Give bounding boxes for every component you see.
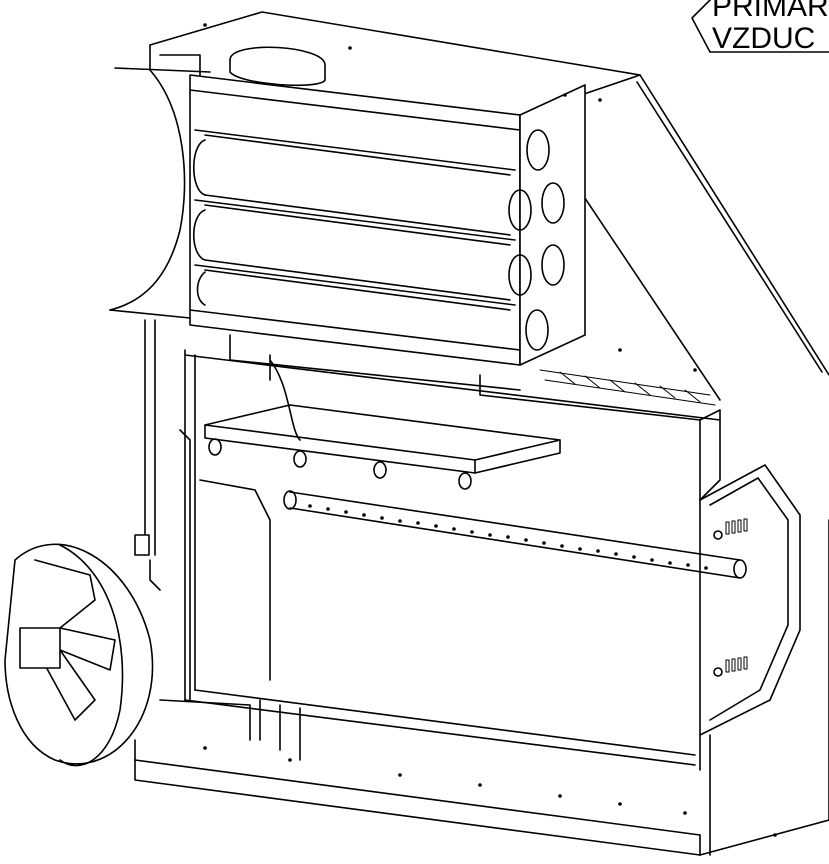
heat-exchanger-block	[189, 46, 586, 366]
air-holes	[308, 504, 708, 570]
callout-line-1: PRIMAR	[712, 0, 829, 23]
vent-slots-upper	[725, 518, 748, 535]
left-cut-flange	[109, 54, 211, 319]
combustion-chamber	[179, 334, 747, 771]
outer-casing	[134, 11, 829, 856]
vent-slots-lower	[725, 656, 748, 673]
roof-louvres	[539, 369, 716, 406]
side-door-frame	[699, 409, 801, 736]
legs	[259, 699, 301, 761]
rivets	[203, 23, 777, 837]
callout-label: PRIMAR VZDUC	[691, 0, 829, 55]
blower-fan	[4, 534, 161, 767]
callout-line-2: VZDUC	[712, 22, 815, 55]
